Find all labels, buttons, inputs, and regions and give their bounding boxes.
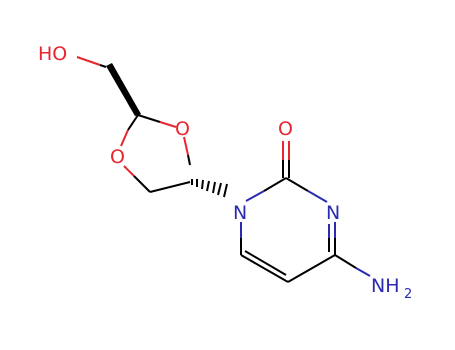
ring-oxygen-lower: O <box>110 146 125 168</box>
ring-nitrogen-3: N <box>326 202 340 224</box>
bond-c4-c5 <box>149 181 191 193</box>
bond-c4-c5 <box>287 254 336 283</box>
carbonyl-oxygen: O <box>278 118 293 140</box>
hydroxyl-label: HO <box>38 43 67 65</box>
bond-n1-c2 <box>245 190 265 202</box>
amino-group: NH <box>371 275 400 297</box>
bond-amino-c4 <box>355 267 371 277</box>
bond-ch2-hydroxyl <box>99 64 107 68</box>
bond-c5-c6-double <box>244 250 287 276</box>
bond-c4-amino <box>334 254 357 269</box>
ring-oxygen-upper: O <box>175 118 190 140</box>
bond-n3-c2 <box>307 190 328 203</box>
bond-c5-c6 <box>240 254 289 283</box>
ring-nitrogen-1: N <box>233 202 247 224</box>
bond-c5-o-lower <box>133 175 151 193</box>
wedge-bond-c2-ch2 <box>106 63 141 116</box>
hashed-bond-c4-n1 <box>191 179 228 198</box>
bond-c4-o-upper <box>187 154 191 166</box>
bond-c2-n1 <box>263 177 287 192</box>
bond-hydroxyl-ch2 <box>76 56 101 66</box>
bond-c2-o-lower <box>127 114 139 131</box>
atom-labels: HO O O O N N NH 2 <box>38 43 412 302</box>
bond-o-lower-c2 <box>120 129 129 147</box>
bonds <box>76 56 371 283</box>
bond-o-upper-c2 <box>159 121 177 128</box>
bond-c2-n3 <box>285 177 309 192</box>
bond-o-lower-c5 <box>123 165 135 177</box>
bond-c2-o-upper <box>137 114 161 123</box>
bond-o-upper-c4 <box>183 136 189 156</box>
amino-subscript: 2 <box>404 287 412 302</box>
